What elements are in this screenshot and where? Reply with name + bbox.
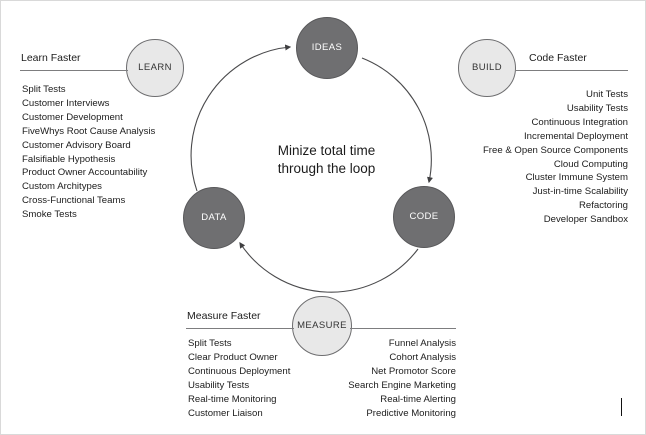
center-caption-line-1: Minize total time bbox=[277, 143, 376, 158]
list-item: Cloud Computing bbox=[553, 158, 628, 170]
list-item: Split Tests bbox=[22, 84, 66, 95]
rule-measure-left bbox=[186, 328, 294, 329]
section-title-measure: Measure Faster bbox=[187, 310, 261, 322]
node-measure[interactable]: MEASURE bbox=[292, 296, 352, 356]
arc-code-to-data bbox=[239, 241, 419, 293]
node-ideas[interactable]: IDEAS bbox=[296, 17, 358, 79]
list-item: Developer Sandbox bbox=[543, 214, 628, 226]
list-item: Incremental Deployment bbox=[524, 130, 628, 142]
rule-learn bbox=[20, 70, 128, 71]
corner-tick-mark bbox=[621, 398, 622, 416]
rule-measure-right bbox=[350, 328, 456, 329]
node-measure-label: MEASURE bbox=[297, 320, 347, 332]
node-code-label: CODE bbox=[409, 211, 439, 223]
center-caption-line-2: through the loop bbox=[277, 161, 376, 176]
node-build[interactable]: BUILD bbox=[458, 39, 516, 97]
list-item: Product Owner Accountability bbox=[22, 167, 148, 179]
node-data[interactable]: DATA bbox=[183, 187, 245, 249]
list-item: Smoke Tests bbox=[22, 209, 77, 221]
list-item: Predictive Monitoring bbox=[366, 407, 456, 419]
list-item: Falsifiable Hypothesis bbox=[22, 153, 116, 165]
section-title-code: Code Faster bbox=[529, 52, 587, 64]
list-item: Customer Development bbox=[22, 111, 123, 123]
list-item: Real-time Alerting bbox=[380, 393, 456, 405]
list-item: Net Promotor Score bbox=[371, 365, 456, 377]
node-learn[interactable]: LEARN bbox=[126, 39, 184, 97]
list-item: FiveWhys Root Cause Analysis bbox=[22, 125, 156, 137]
list-item: Funnel Analysis bbox=[388, 338, 456, 349]
center-caption: Minize total time through the loop bbox=[249, 142, 404, 178]
list-item: Refactoring bbox=[578, 200, 628, 212]
rule-code bbox=[516, 70, 628, 71]
list-item: Cohort Analysis bbox=[389, 351, 456, 363]
list-item: Customer Liaison bbox=[188, 407, 263, 419]
list-item: Custom Architypes bbox=[22, 181, 102, 193]
node-data-label: DATA bbox=[201, 212, 227, 224]
list-item: Free & Open Source Components bbox=[482, 144, 628, 156]
list-item: Continuous Integration bbox=[531, 116, 628, 128]
list-item: Search Engine Marketing bbox=[348, 379, 456, 391]
list-item: Cross-Functional Teams bbox=[22, 195, 126, 207]
list-item: Cluster Immune System bbox=[525, 172, 628, 184]
list-item: Usability Tests bbox=[566, 102, 628, 114]
list-item: Customer Advisory Board bbox=[22, 139, 131, 151]
list-item: Split Tests bbox=[188, 338, 232, 349]
list-item: Customer Interviews bbox=[22, 97, 110, 109]
list-item: Continuous Deployment bbox=[188, 365, 291, 377]
list-item: Just-in-time Scalability bbox=[532, 186, 628, 198]
section-title-learn: Learn Faster bbox=[21, 52, 81, 64]
node-ideas-label: IDEAS bbox=[311, 42, 343, 54]
node-code[interactable]: CODE bbox=[393, 186, 455, 248]
node-learn-label: LEARN bbox=[138, 62, 172, 74]
list-item: Real-time Monitoring bbox=[188, 393, 277, 405]
list-item: Usability Tests bbox=[188, 379, 250, 391]
list-item: Unit Tests bbox=[586, 89, 628, 100]
node-build-label: BUILD bbox=[472, 62, 502, 74]
list-item: Clear Product Owner bbox=[188, 351, 278, 363]
